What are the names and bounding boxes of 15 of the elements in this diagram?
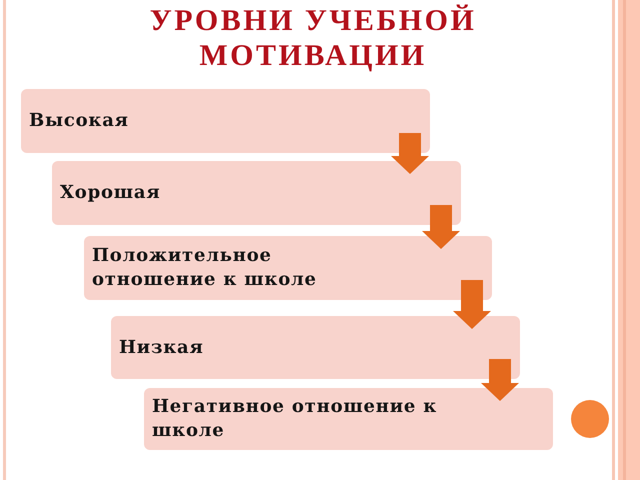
level-text: Хорошая [60,181,160,205]
level-text: Негативное отношение к школе [152,395,438,443]
level-text: Низкая [119,336,204,360]
level-text: Высокая [29,109,129,133]
down-arrow [422,205,460,249]
down-arrow [391,133,429,174]
level-box [144,388,553,450]
level-box [84,236,492,300]
down-arrow [453,280,491,329]
level-box [21,89,430,153]
level-box [111,316,520,379]
level-box [52,161,461,225]
slide-title: УРОВНИ УЧЕБНОЙ МОТИВАЦИИ [148,3,478,73]
level-text: Положительное отношение к школе [92,244,318,292]
down-arrow [481,359,519,401]
